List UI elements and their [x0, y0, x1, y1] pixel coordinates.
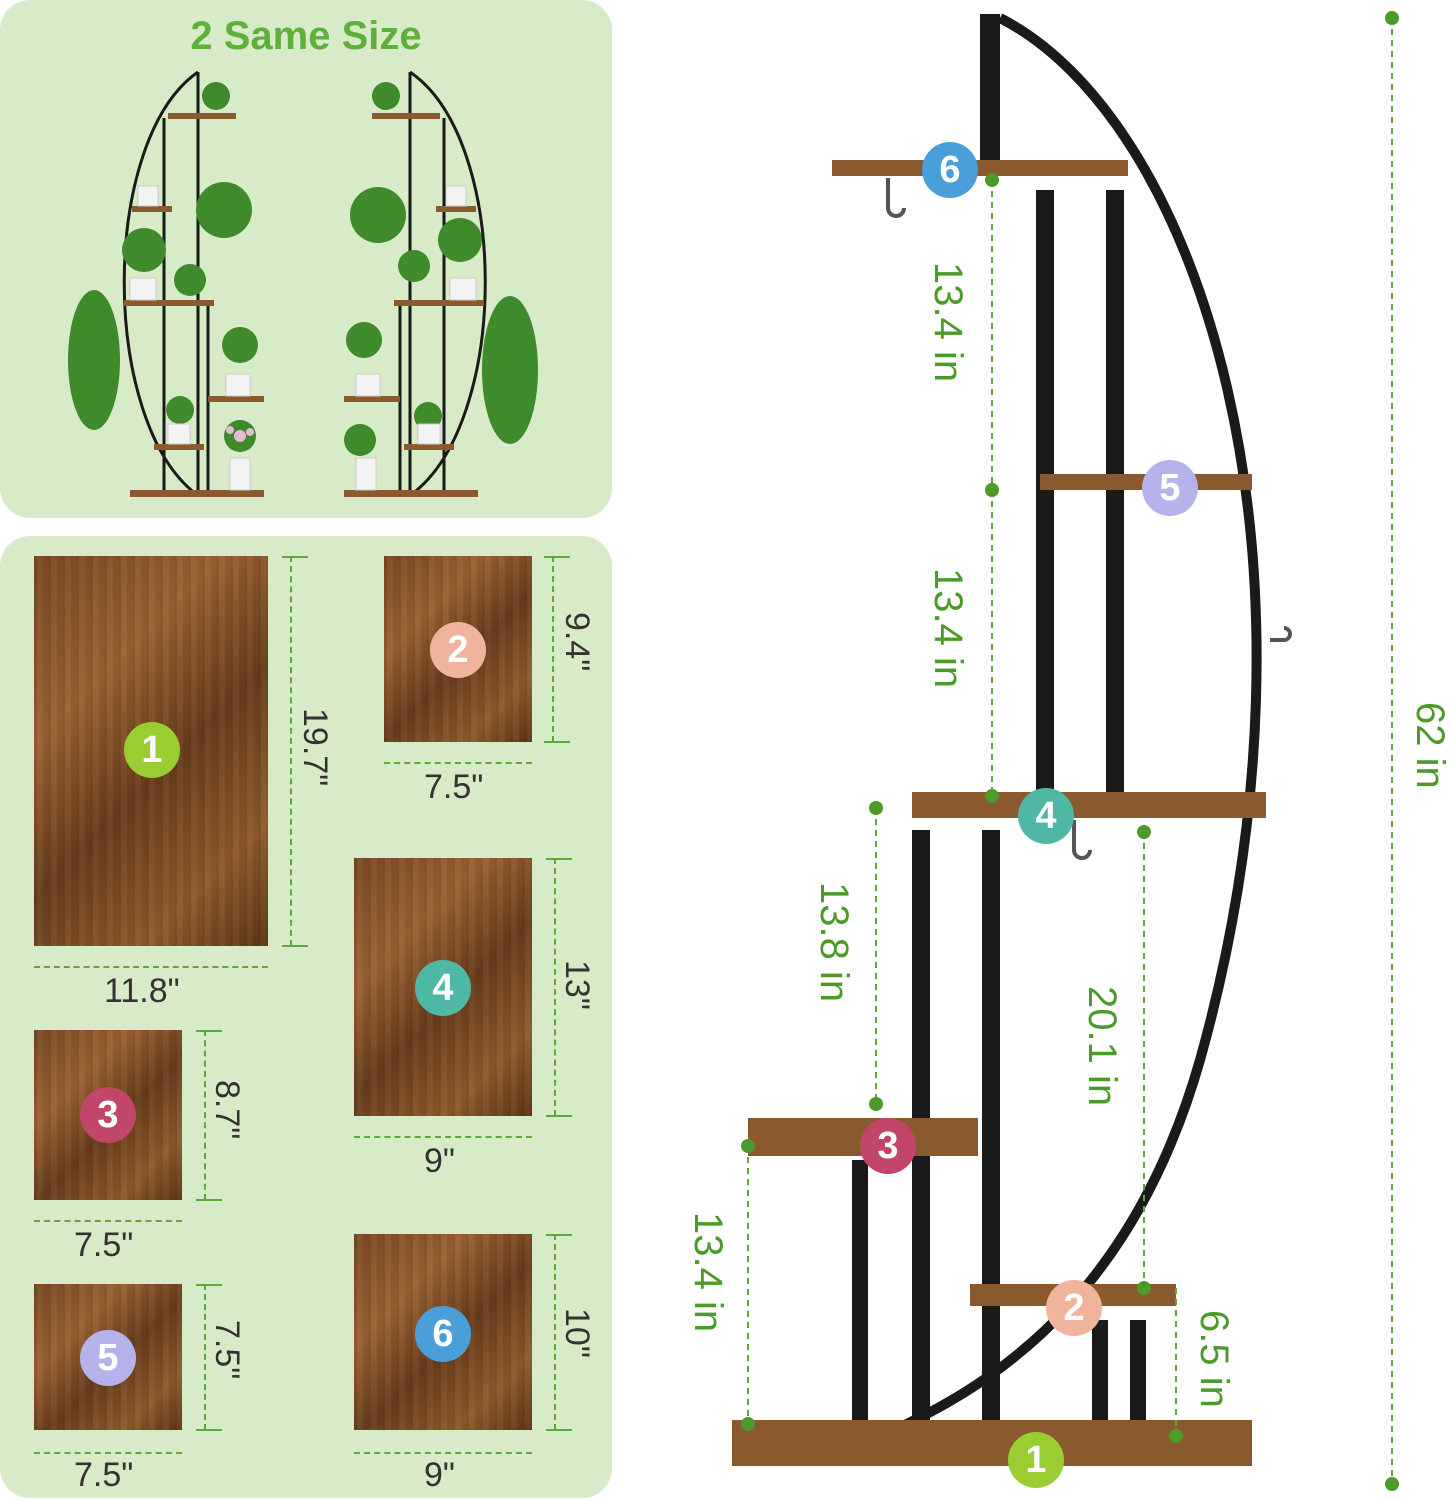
board-4-width-label: 9": [424, 1142, 455, 1180]
shelf-4-badge: 4: [1018, 788, 1074, 844]
board-2-height-line: [552, 556, 554, 742]
board-1-badge: 1: [124, 722, 180, 778]
board-1-height-label: 19.7": [296, 708, 334, 787]
shelf-3-badge: 3: [860, 1118, 916, 1174]
board-3-badge: 3: [80, 1087, 136, 1143]
board-1: [34, 556, 268, 946]
board-1-height-line: [290, 556, 292, 946]
board-1-width-line: [34, 966, 268, 968]
board-6-badge: 6: [415, 1306, 471, 1362]
board-4-width-line: [354, 1136, 532, 1138]
board-3-height-label: 8.7": [208, 1080, 246, 1140]
board-5-height-label: 7.5": [208, 1320, 246, 1380]
board-5-width-label: 7.5": [74, 1456, 134, 1494]
board-2-width-line: [384, 762, 532, 764]
shelf-2-badge: 2: [1046, 1280, 1102, 1336]
board-4-height-line: [554, 858, 556, 1116]
board-3-width-line: [34, 1220, 182, 1222]
gap-4-3-label: 13.8 in: [812, 882, 856, 1003]
board-1-width-label: 11.8": [104, 972, 180, 1010]
board-6-width-label: 9": [424, 1456, 455, 1494]
board-2-height-label: 9.4": [558, 612, 596, 672]
shelf-1-badge: 1: [1008, 1432, 1064, 1488]
gap-4-2-label: 20.1 in: [1080, 986, 1124, 1107]
board-6-height-line: [554, 1234, 556, 1430]
gap-3-1-label: 13.4 in: [686, 1212, 730, 1333]
two-stands-illustration: [68, 70, 538, 497]
board-2-badge: 2: [430, 622, 486, 678]
gap-2-1-label: 6.5 in: [1192, 1310, 1236, 1408]
shelf-6-badge: 6: [922, 142, 978, 198]
same-size-panel: 2 Same Size: [0, 0, 612, 518]
board-5-height-line: [204, 1284, 206, 1430]
board-6-height-label: 10": [558, 1308, 596, 1358]
gap-5-4-label: 13.4 in: [926, 568, 970, 689]
gap-6-5-label: 13.4 in: [926, 262, 970, 383]
plant-stand-diagram: [732, 11, 1399, 1491]
board-3-height-line: [204, 1030, 206, 1200]
board-2-width-label: 7.5": [424, 768, 484, 806]
total-height-label: 62 in: [1408, 702, 1452, 789]
board-6-width-line: [354, 1452, 532, 1454]
board-5-width-line: [34, 1452, 182, 1454]
board-4-badge: 4: [415, 960, 471, 1016]
board-4-height-label: 13": [558, 960, 596, 1010]
shelf-5-badge: 5: [1142, 460, 1198, 516]
board-5-badge: 5: [80, 1330, 136, 1386]
panel-title: 2 Same Size: [190, 14, 422, 58]
board-3-width-label: 7.5": [74, 1226, 134, 1264]
